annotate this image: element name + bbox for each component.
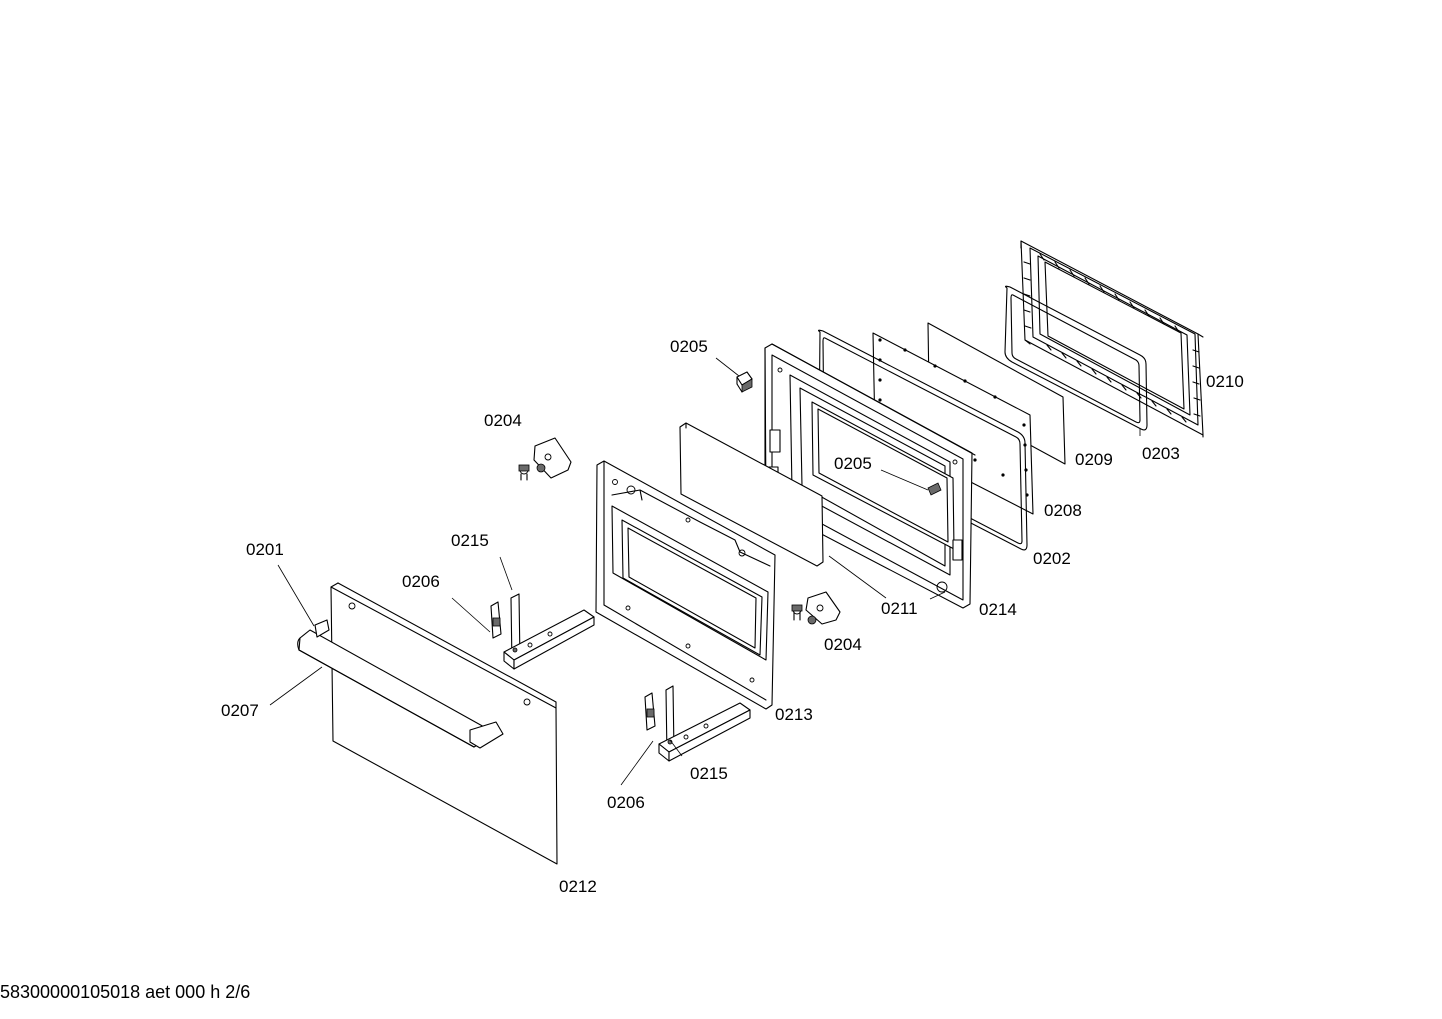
callout-0201: 0201 <box>246 540 284 559</box>
callout-0210: 0210 <box>1206 372 1244 391</box>
part-0210-outer-frame <box>1020 240 1204 438</box>
part-0203-gasket <box>1004 285 1148 431</box>
part-0211-glass <box>679 422 824 567</box>
callout-0212: 0212 <box>559 877 597 896</box>
part-0205-clip <box>736 371 753 393</box>
part-0204-bracket-bottom <box>791 591 841 625</box>
callout-0204: 0204 <box>824 635 862 654</box>
callout-0205: 0205 <box>670 337 708 356</box>
callout-0215: 0215 <box>690 764 728 783</box>
callout-0208: 0208 <box>1044 501 1082 520</box>
part-0207-handle <box>297 619 504 749</box>
callout-0203: 0203 <box>1142 444 1180 463</box>
callout-0209: 0209 <box>1075 450 1113 469</box>
callout-0215: 0215 <box>451 531 489 550</box>
callout-0214: 0214 <box>979 600 1017 619</box>
callout-0206: 0206 <box>402 572 440 591</box>
drawing-reference-footer: 58300000105018 aet 000 h 2/6 <box>0 982 251 1002</box>
part-0215-hinge-bottom <box>644 685 751 762</box>
callout-0202: 0202 <box>1033 549 1071 568</box>
callout-0207: 0207 <box>221 701 259 720</box>
callout-0213: 0213 <box>775 705 813 724</box>
part-0204-bracket-top <box>518 437 572 481</box>
callout-0211: 0211 <box>881 599 918 618</box>
callout-0206: 0206 <box>607 793 645 812</box>
leader-lines <box>269 357 1141 786</box>
part-0215-hinge-top <box>490 593 595 670</box>
part-0213-middle-frame <box>595 460 776 710</box>
callout-0205: 0205 <box>834 454 872 473</box>
part-0214-inner-frame <box>764 343 976 609</box>
callout-0204: 0204 <box>484 411 522 430</box>
